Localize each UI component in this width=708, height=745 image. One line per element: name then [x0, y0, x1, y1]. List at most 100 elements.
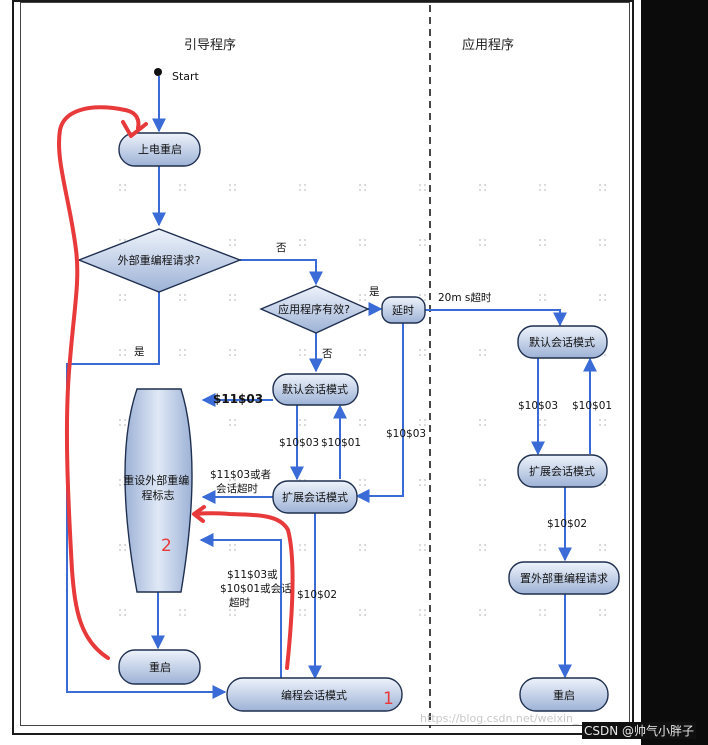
grid-dot — [364, 609, 366, 611]
grid-dot — [419, 424, 421, 426]
grid-dot — [229, 184, 231, 186]
edge-label-s11-03-or-timeout-2: 会话超时 — [216, 482, 258, 495]
grid-dot — [424, 244, 426, 246]
grid-dot — [484, 239, 486, 241]
grid-dot — [179, 294, 181, 296]
grid-dot — [484, 484, 486, 486]
grid-dot — [179, 614, 181, 616]
nodes — [77, 132, 620, 712]
red-arrowhead-2 — [192, 505, 206, 523]
grid-dot — [424, 479, 426, 481]
edge-decision-yes — [66, 292, 227, 699]
grid-dot — [604, 544, 606, 546]
grid-dot — [484, 354, 486, 356]
grid-dot — [364, 614, 366, 616]
grid-dot — [484, 244, 486, 246]
grid-dot — [179, 189, 181, 191]
grid-dot — [539, 544, 541, 546]
node-default-session-app — [517, 325, 608, 359]
grid-dot — [484, 544, 486, 546]
label-reset-boot: 重启 — [149, 660, 171, 674]
grid-dot — [119, 184, 121, 186]
grid-dot — [419, 239, 421, 241]
grid-dot — [539, 549, 541, 551]
grid-dot — [299, 419, 301, 421]
grid-dot — [234, 479, 236, 481]
grid-dot — [234, 544, 236, 546]
grid-dot — [419, 354, 421, 356]
grid-dot — [604, 244, 606, 246]
grid-dot — [419, 419, 421, 421]
grid-dot — [544, 549, 546, 551]
grid-dot — [544, 239, 546, 241]
grid-dot — [419, 349, 421, 351]
node-reset-reprog-flag — [124, 388, 193, 593]
grid-dot — [479, 419, 481, 421]
grid-dot — [234, 609, 236, 611]
grid-dot — [229, 244, 231, 246]
grid-dot — [424, 299, 426, 301]
grid-dot — [179, 184, 181, 186]
grid-dot — [299, 184, 301, 186]
grid-dot — [539, 189, 541, 191]
grid-dot — [119, 484, 121, 486]
label-extended-session-app: 扩展会话模式 — [529, 464, 595, 478]
grid-dot — [539, 614, 541, 616]
edge-label-s10-03-delay: $10$03 — [386, 428, 426, 440]
grid-dot — [304, 614, 306, 616]
grid-dot — [119, 614, 121, 616]
grid-dot — [299, 239, 301, 241]
grid-dot — [234, 294, 236, 296]
grid-dot — [229, 189, 231, 191]
grid-dot — [124, 424, 126, 426]
grid-dot — [179, 299, 181, 301]
blog-watermark: https://blog.csdn.net/weixin_ — [420, 712, 579, 725]
edge-label-yes-1: 是 — [134, 346, 145, 358]
grid-dot — [544, 299, 546, 301]
grid-dot — [234, 484, 236, 486]
grid-dot — [364, 294, 366, 296]
grid-dot — [544, 614, 546, 616]
grid-dot — [359, 549, 361, 551]
grid-dot — [599, 244, 601, 246]
grid-dot — [419, 294, 421, 296]
edge-label-s10-02-app: $10$02 — [547, 518, 587, 530]
node-reset-app — [519, 677, 609, 712]
grid-dot — [184, 609, 186, 611]
label-extended-session-boot: 扩展会话模式 — [282, 490, 348, 504]
edge-label-s11-03-or-10-01-1: $11$03或 — [227, 569, 278, 581]
grid-dot — [359, 189, 361, 191]
grid-dot — [234, 299, 236, 301]
label-reset-app: 重启 — [553, 688, 575, 702]
grid-dot — [229, 609, 231, 611]
grid-dot — [119, 349, 121, 351]
grid-dot — [424, 354, 426, 356]
grid-dot — [234, 354, 236, 356]
grid-dot — [119, 609, 121, 611]
grid-dot — [359, 294, 361, 296]
grid-dot — [234, 244, 236, 246]
grid-dot — [124, 299, 126, 301]
csdn-credit: CSDN @帅气小胖子 — [582, 722, 697, 739]
grid-dot — [539, 184, 541, 186]
grid-dot — [359, 424, 361, 426]
start-dot — [154, 68, 162, 76]
grid-dot — [229, 354, 231, 356]
grid-dot — [299, 614, 301, 616]
grid-dot — [179, 354, 181, 356]
grid-dot — [364, 549, 366, 551]
grid-dot — [599, 189, 601, 191]
grid-dot — [419, 609, 421, 611]
grid-dot — [124, 549, 126, 551]
edge-label-s10-01-boot: $10$01 — [321, 437, 361, 449]
grid-dot — [484, 424, 486, 426]
grid-dot — [539, 419, 541, 421]
grid-dot — [299, 189, 301, 191]
grid-dot — [539, 609, 541, 611]
grid-dot — [304, 419, 306, 421]
grid-dot — [229, 484, 231, 486]
node-default-session-boot — [272, 373, 359, 406]
grid-dot — [119, 419, 121, 421]
node-power-on-reset — [118, 132, 201, 167]
edge-label-s10-03-boot: $10$03 — [279, 437, 319, 449]
